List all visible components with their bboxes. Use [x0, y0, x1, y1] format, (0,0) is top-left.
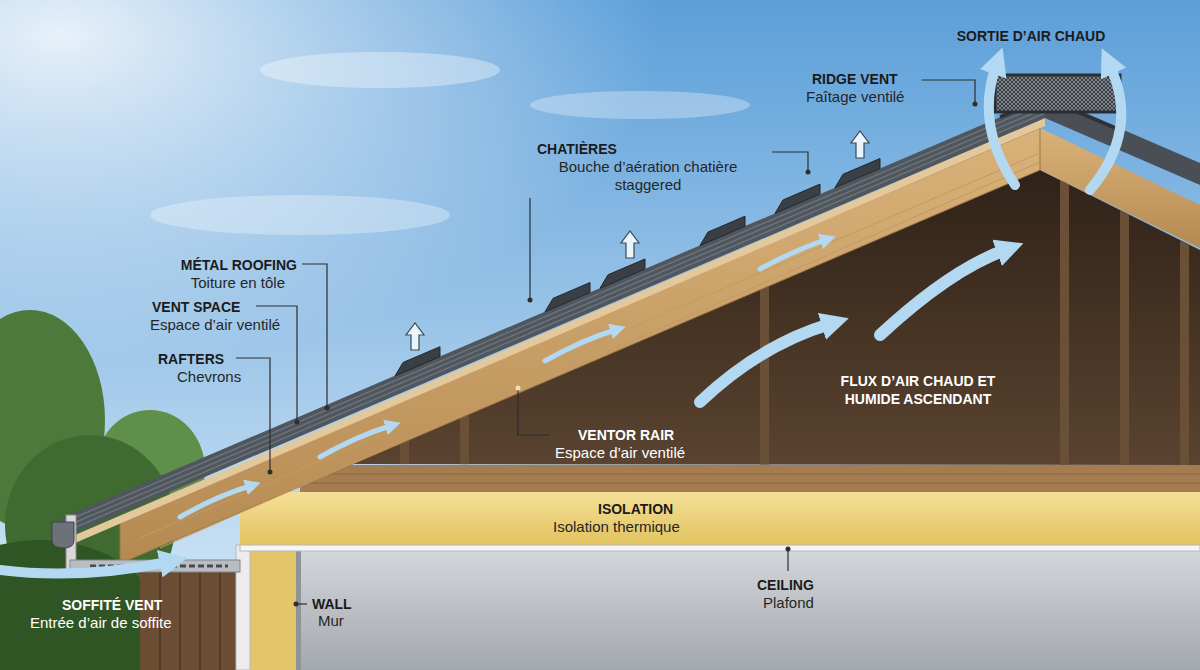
ridge-vent-part	[995, 75, 1120, 112]
rafter	[120, 128, 1040, 564]
attic-studs-part	[460, 150, 469, 470]
airflow-arrows-part	[0, 562, 168, 574]
metal-roofing-part	[62, 98, 1045, 538]
airflow-arrows-part	[1090, 66, 1121, 190]
wall-part	[296, 551, 301, 670]
leader-dots-part	[268, 470, 273, 475]
sky-part	[530, 91, 750, 119]
leader-dots	[268, 102, 978, 607]
part-label: CHATIÈRES	[537, 140, 617, 158]
eave-part	[52, 522, 74, 548]
chatieres-part	[600, 259, 645, 288]
rafter-part	[120, 128, 1040, 564]
leader-lines-part	[518, 388, 550, 435]
flow-label: FLUX D’AIR CHAUD ET HUMIDE ASCENDANT	[818, 372, 1018, 408]
chatieres	[395, 159, 880, 377]
attic-studs	[400, 150, 1189, 470]
part-sublabel: Faîtage ventilé	[806, 88, 904, 106]
leader-lines-part	[529, 198, 530, 300]
part-label: VENTOR RAIR	[578, 426, 674, 444]
chatieres-part	[545, 283, 590, 312]
attic-studs-part	[760, 150, 769, 470]
metal-roofing	[62, 98, 1120, 538]
airflow-arrows-part	[989, 66, 1015, 185]
part-label: RAFTERS	[158, 350, 224, 368]
leader-dots-part	[516, 386, 521, 391]
part-label: SOFFITÉ VENT	[62, 596, 162, 614]
part-label: VENT SPACE	[152, 298, 240, 316]
chatieres-part	[395, 347, 440, 376]
wall	[236, 545, 301, 670]
leader-dots-part	[325, 406, 330, 411]
vent-space-board-part	[75, 118, 1045, 543]
leader-dots-part	[786, 547, 791, 552]
part-sublabel: Toiture en tôle	[191, 274, 285, 292]
airflow-arrows-part	[545, 330, 615, 361]
part-sublabel: Isolation thermique	[553, 518, 680, 536]
part-sublabel: Espace d’air ventilé	[555, 444, 685, 462]
leader-dots-part	[294, 602, 299, 607]
leader-lines-part	[772, 152, 808, 172]
sky-part	[260, 52, 500, 88]
part-sublabel: Espace d’air ventilé	[150, 316, 280, 334]
airflow-arrows-part	[760, 240, 825, 269]
airflow-arrows-part	[180, 486, 250, 517]
chatiere-outflow-arrows-part	[621, 231, 639, 258]
ridge-vent	[995, 75, 1120, 112]
chatiere-outflow-arrows	[406, 131, 869, 350]
leader-dots-part	[806, 170, 811, 175]
part-label: ISOLATION	[598, 500, 673, 518]
room	[300, 551, 1200, 670]
part-label: CEILING	[757, 576, 814, 594]
leader-lines	[236, 80, 975, 604]
metal-roofing-part	[62, 103, 1045, 533]
attic-part	[300, 474, 1200, 483]
part-label: MÉTAL ROOFING	[181, 256, 297, 274]
airflow-arrows	[0, 66, 1121, 574]
vent-space-board	[75, 118, 1045, 543]
leader-dots-part	[528, 298, 533, 303]
insulation-part	[240, 492, 1200, 545]
airflow-arrows-part	[880, 250, 1005, 335]
attic-studs-part	[1060, 150, 1069, 470]
chatieres-part	[700, 216, 745, 245]
callout-title: SORTIE D’AIR CHAUD	[957, 27, 1106, 45]
leader-lines-part	[787, 551, 788, 571]
attic-part	[300, 465, 1200, 492]
part-sublabel: Entrée d’air de soffite	[30, 614, 171, 632]
leader-dots-part	[973, 102, 978, 107]
part-sublabel: Chevrons	[177, 368, 241, 386]
airflow-arrows-part	[320, 426, 390, 457]
chatieres-part	[835, 159, 880, 188]
part-label: RIDGE VENT	[812, 70, 898, 88]
insulation	[240, 492, 1200, 551]
chatieres-part	[775, 184, 820, 213]
airflow-arrows-part	[700, 324, 830, 402]
attic	[300, 150, 1200, 492]
leader-dots-part	[295, 420, 300, 425]
chatiere-outflow-arrows-part	[851, 131, 869, 158]
insulation-part	[240, 545, 1200, 551]
part-sublabel: Mur	[318, 612, 344, 630]
part-sublabel: Plafond	[763, 594, 814, 612]
leader-lines-part	[922, 80, 975, 104]
part-label: WALL	[312, 595, 352, 613]
part-sublabel: Bouche d’aération chatière staggered	[528, 158, 768, 194]
rafter-part	[140, 153, 1040, 548]
leader-lines-part	[302, 264, 327, 408]
chatiere-outflow-arrows-part	[406, 323, 424, 350]
sky-part	[150, 195, 450, 235]
room-part	[300, 551, 1200, 670]
